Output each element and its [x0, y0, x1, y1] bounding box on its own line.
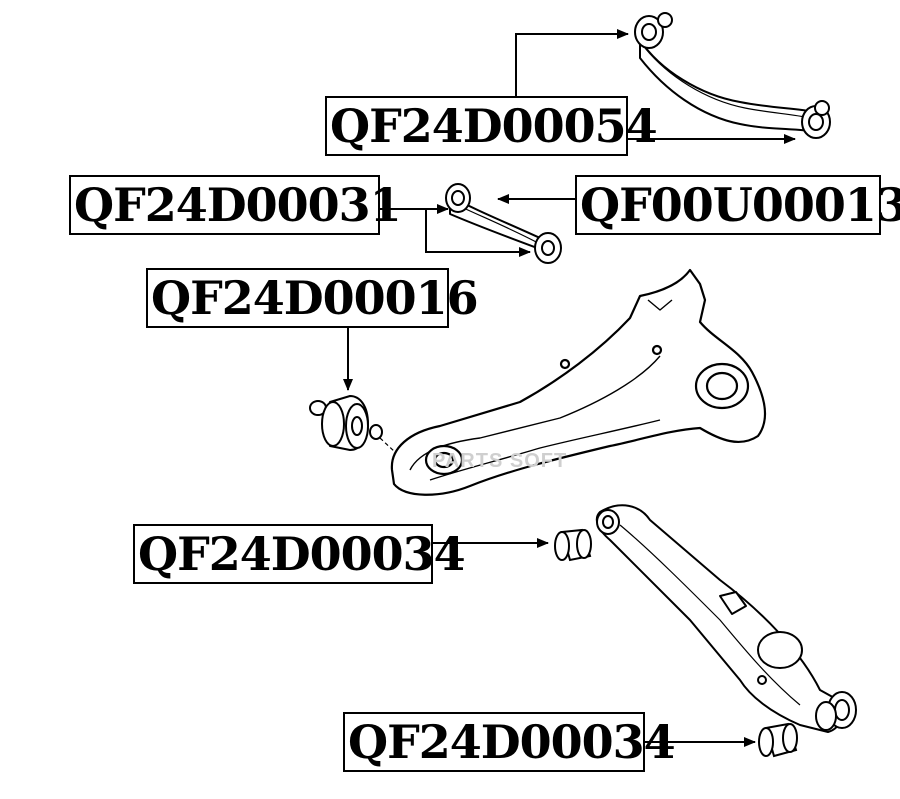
trailing-arm-bushing-part	[309, 395, 396, 453]
label-trailing-arm-bushing: QF24D00016	[146, 268, 479, 328]
label-lower-arm-bushing-front: QF24D00034	[133, 524, 466, 584]
label-link-arm-left: QF24D00031	[69, 175, 402, 235]
label-upper-arm: QF24D00054	[325, 96, 658, 156]
label-link-arm-right: QF00U00013	[575, 175, 900, 235]
link-arm-part	[445, 183, 562, 264]
label-lower-arm-bushing-rear: QF24D00034	[343, 712, 676, 772]
lower-arm-bushing-rear-part	[758, 722, 798, 758]
lower-arm-bushing-front-part	[554, 528, 592, 562]
trailing-arm-part	[390, 268, 767, 496]
leader-lines	[343, 29, 796, 747]
upper-arm-part	[634, 12, 831, 139]
watermark: PARTS SOFT	[432, 450, 568, 472]
lower-arm-part	[595, 504, 857, 733]
